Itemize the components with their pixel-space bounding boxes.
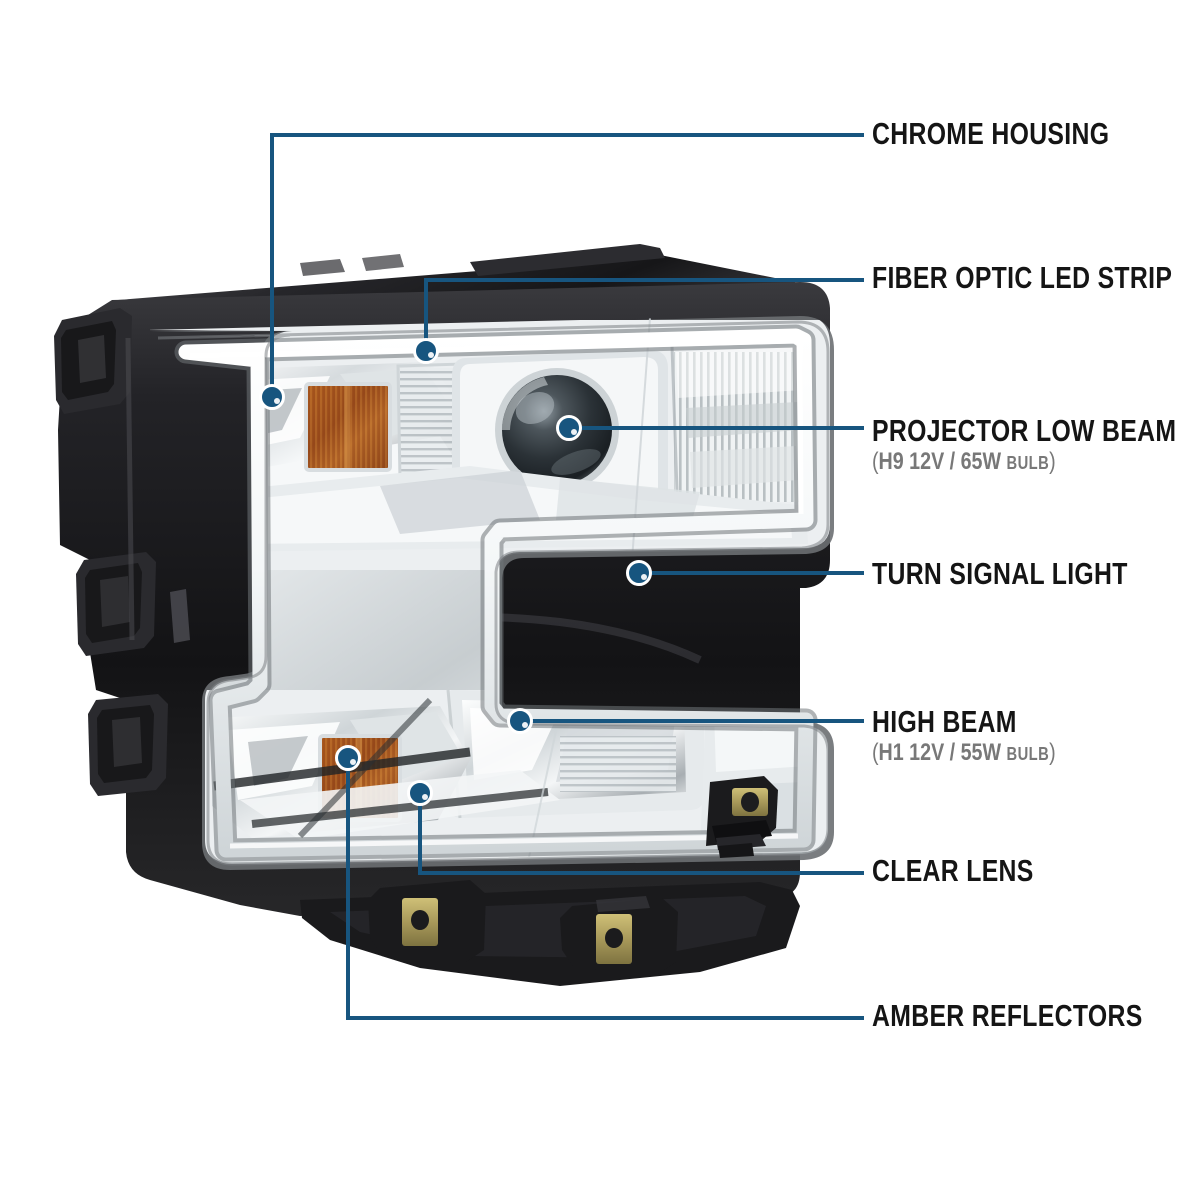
pin-highlight [428, 352, 434, 358]
callout-label-turn-signal-light: TURN SIGNAL LIGHT [872, 558, 1192, 590]
callout-title: TURN SIGNAL LIGHT [872, 556, 1128, 591]
pin-highlight [641, 574, 647, 580]
pin-highlight [522, 722, 528, 728]
pin-disc [259, 384, 285, 410]
mount-tab-mid [76, 552, 156, 656]
paren-close: ) [1049, 739, 1056, 766]
bulb-spec: H1 12V / 55W [878, 739, 1002, 766]
callout-label-projector-low-beam: PROJECTOR LOW BEAM (H9 12V / 65W BULB) [872, 415, 1200, 476]
pin-disc [335, 745, 361, 771]
paren-open: ( [872, 739, 879, 766]
bulb-word: BULB [1006, 453, 1050, 473]
callout-label-amber-reflectors: AMBER REFLECTORS [872, 1000, 1200, 1032]
pin-clear-lens[interactable] [407, 780, 433, 806]
pin-projector-low-beam[interactable] [556, 415, 582, 441]
paren-open: ( [872, 448, 879, 475]
callout-subtitle: (H1 12V / 55W BULB) [872, 740, 1056, 767]
pin-high-beam[interactable] [507, 708, 533, 734]
mount-tab-upper [54, 308, 132, 414]
pin-highlight [350, 759, 356, 765]
callout-title: HIGH BEAM [872, 704, 1017, 739]
pin-disc [626, 560, 652, 586]
pin-disc [507, 708, 533, 734]
mount-tab-lower [88, 694, 168, 796]
pin-highlight [422, 794, 428, 800]
callout-label-chrome-housing: CHROME HOUSING [872, 118, 1169, 150]
pin-fiber-optic-led-strip[interactable] [413, 338, 439, 364]
callout-title: FIBER OPTIC LED STRIP [872, 260, 1173, 295]
callout-title: CHROME HOUSING [872, 116, 1110, 151]
pin-highlight [274, 398, 280, 404]
callout-title: AMBER REFLECTORS [872, 998, 1143, 1033]
callout-title: PROJECTOR LOW BEAM [872, 413, 1177, 448]
bulb-spec: H9 12V / 65W [878, 448, 1002, 475]
pin-turn-signal-light[interactable] [626, 560, 652, 586]
pin-chrome-housing[interactable] [259, 384, 285, 410]
pin-disc [556, 415, 582, 441]
pin-disc [413, 338, 439, 364]
callout-title: CLEAR LENS [872, 853, 1034, 888]
bulb-word: BULB [1006, 744, 1050, 764]
pin-highlight [571, 429, 577, 435]
paren-close: ) [1049, 448, 1056, 475]
callout-subtitle: (H9 12V / 65W BULB) [872, 449, 1184, 476]
amber-reflector-upper [304, 382, 392, 472]
pin-amber-reflectors[interactable] [335, 745, 361, 771]
callout-label-clear-lens: CLEAR LENS [872, 855, 1074, 887]
callout-label-fiber-optic-led-strip: FIBER OPTIC LED STRIP [872, 262, 1200, 294]
pin-disc [407, 780, 433, 806]
callout-label-high-beam: HIGH BEAM (H1 12V / 55W BULB) [872, 706, 1096, 767]
